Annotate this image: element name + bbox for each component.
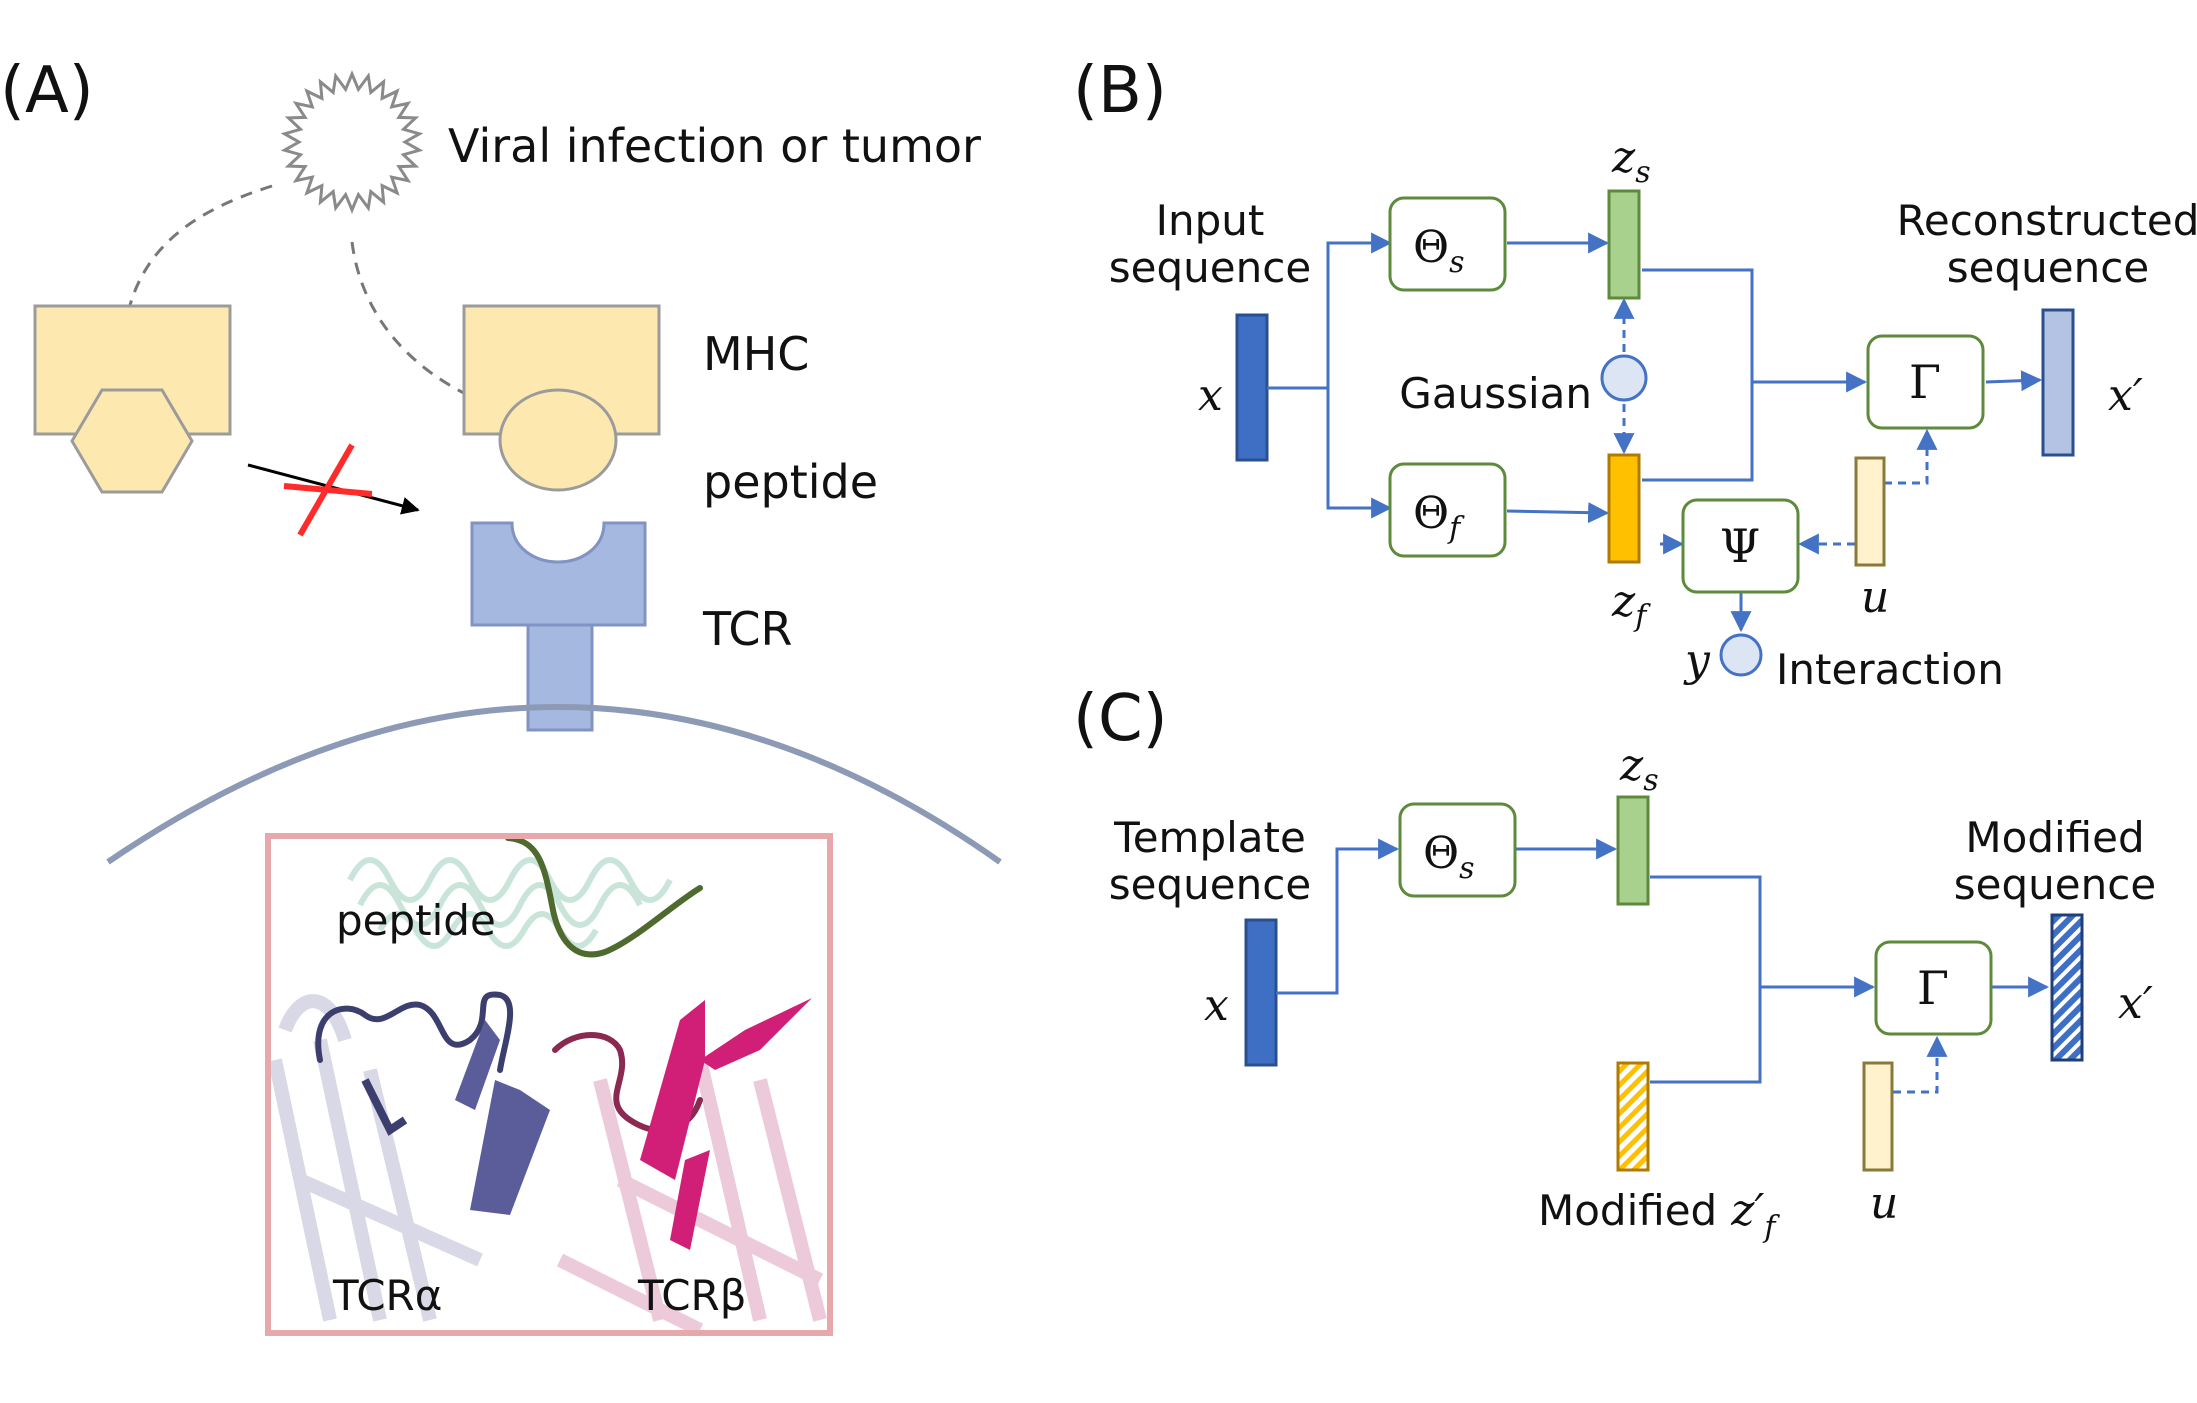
latent-zs-bar [1607, 189, 1641, 300]
tcr-beta-label: TCRβ [637, 1271, 747, 1320]
modified-label-line1: Modified [1965, 813, 2144, 862]
panel-c: (C) Template sequence Modified sequence … [1073, 682, 2156, 1245]
x-prime-label: x′ [2108, 370, 2143, 421]
template-label-line2: sequence [1109, 860, 1311, 909]
inset-border [265, 833, 833, 1336]
modified-x-prime-bar [2050, 913, 2084, 1062]
c-x-prime-label: x′ [2118, 978, 2153, 1029]
recon-label-line1: Reconstructed [1897, 196, 2197, 245]
panel-b-label: (B) [1073, 54, 1167, 128]
structure-inset: peptide TCRα TCRβ [265, 833, 833, 1336]
interaction-psi-box [1681, 498, 1800, 594]
mhc-label: MHC [703, 327, 809, 381]
peptide-label: peptide [703, 455, 878, 509]
tcr-label: TCR [702, 602, 792, 656]
c-encoder-theta-s-label: Θs [1423, 828, 1474, 886]
template-label-line1: Template [1113, 813, 1306, 862]
decoder-gamma-box [1866, 334, 1985, 430]
cross-mark-2 [283, 483, 373, 497]
condition-u-bar [1854, 456, 1886, 567]
template-x-label: x [1204, 980, 1229, 1031]
infection-label: Viral infection or tumor [448, 119, 981, 173]
tcr-head [470, 521, 647, 627]
tcr-stalk [526, 623, 594, 732]
c-decoder-gamma-box [1874, 940, 1993, 1036]
panel-a-label: (A) [0, 54, 94, 128]
zf-label: zf [1611, 576, 1651, 634]
y-label: y [1683, 635, 1711, 686]
virus-star-icon [280, 70, 424, 214]
cell-membrane [106, 704, 1002, 865]
panel-b-connections [1267, 232, 2043, 633]
encoder-theta-s-box [1388, 196, 1507, 292]
recon-label-line2: sequence [1947, 243, 2149, 292]
c-encoder-theta-s-box [1398, 802, 1517, 898]
input-label-line1: Input [1156, 196, 1265, 245]
panel-b: (B) Input sequence Reconstructed sequenc… [1073, 54, 2197, 694]
panel-c-connections [1276, 838, 2050, 1094]
interaction-psi-label: Ψ [1720, 519, 1760, 573]
peptide-hexagon-left [70, 388, 194, 494]
x-label: x [1198, 370, 1223, 421]
c-u-label: u [1870, 1178, 1898, 1229]
modified-zf-bar [1616, 1061, 1650, 1172]
decoder-gamma-label: Γ [1909, 355, 1941, 409]
encoder-theta-f-box [1388, 462, 1507, 558]
c-zs-label: zs [1619, 740, 1659, 798]
c-condition-u-bar [1862, 1061, 1894, 1172]
panel-c-label: (C) [1073, 682, 1168, 756]
c-latent-zs-bar [1616, 795, 1650, 906]
input-label-line2: sequence [1109, 243, 1311, 292]
gaussian-node [1600, 354, 1648, 402]
template-x-bar [1244, 918, 1278, 1067]
u-label: u [1861, 572, 1889, 623]
input-x-bar [1235, 313, 1269, 462]
interaction-label: Interaction [1776, 645, 2004, 694]
tcr-alpha-label: TCRα [332, 1271, 442, 1320]
output-x-prime-bar [2041, 308, 2075, 457]
interaction-y-node [1719, 633, 1763, 677]
protein-ribbons [268, 836, 827, 1333]
inset-peptide-label: peptide [336, 896, 496, 945]
latent-zf-bar [1607, 453, 1641, 564]
peptide-round [498, 388, 618, 492]
zs-label: zs [1611, 132, 1651, 190]
gaussian-label: Gaussian [1399, 369, 1592, 418]
modified-label-line2: sequence [1954, 860, 2156, 909]
panel-a: (A) Viral infection or tumor MHC peptide… [0, 54, 1002, 1336]
encoder-theta-s-label: Θs [1413, 222, 1464, 280]
c-decoder-gamma-label: Γ [1917, 961, 1949, 1015]
